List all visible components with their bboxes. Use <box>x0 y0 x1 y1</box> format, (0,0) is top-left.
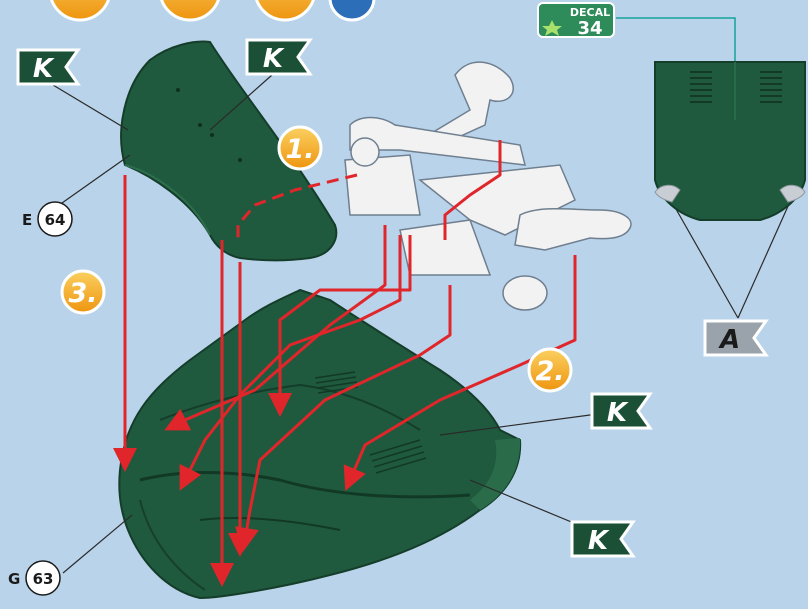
part-letter: E <box>22 211 32 229</box>
paint-flag-k-right-upper: K <box>592 394 650 428</box>
flag-label: K <box>607 398 629 428</box>
paint-flag-k-top-middle: K <box>247 40 310 74</box>
step-badge-2: 2. <box>529 349 571 391</box>
paint-flag-k-top-left: K <box>18 50 78 84</box>
cropped-step-badges <box>50 0 374 20</box>
part-callout-g63: G 63 <box>8 561 60 595</box>
decal-inset <box>616 18 805 220</box>
part-number: 64 <box>45 211 66 229</box>
decal-badge: DECAL 34 <box>538 3 614 39</box>
step-badge-3: 3. <box>62 271 104 313</box>
paint-flag-k-right-lower: K <box>572 522 633 556</box>
flag-label: K <box>263 44 285 74</box>
step-badge-1: 1. <box>279 127 321 169</box>
step-label: 2. <box>535 356 564 387</box>
part-callout-e64: E 64 <box>22 202 72 236</box>
paint-flag-a: A <box>705 321 766 355</box>
decal-number: 34 <box>577 18 602 39</box>
flag-label: K <box>33 54 55 84</box>
chassis-frame <box>345 62 631 310</box>
part-letter: G <box>8 570 20 588</box>
flag-label: A <box>718 325 740 355</box>
step-label: 1. <box>285 134 314 165</box>
lower-body-shell <box>119 290 520 598</box>
part-number: 63 <box>33 570 54 588</box>
flag-label: K <box>588 526 610 556</box>
step-label: 3. <box>68 278 97 309</box>
